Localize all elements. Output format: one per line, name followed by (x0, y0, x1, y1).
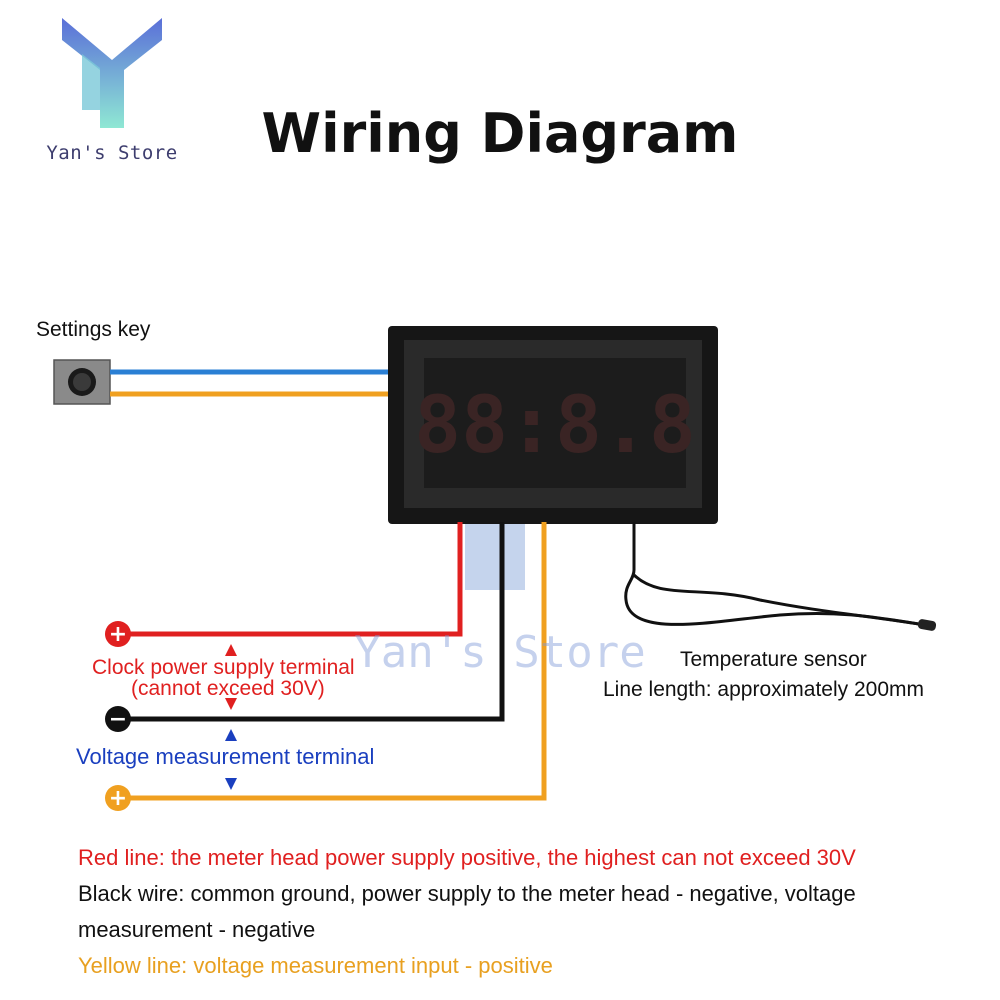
store-logo-mark-icon (62, 18, 162, 128)
watermark-text: Yan's Store (354, 627, 645, 678)
store-logo: Yan's Store (42, 18, 182, 168)
black-wire (120, 522, 505, 722)
sensor-cable (624, 522, 926, 627)
svg-text:+: + (109, 622, 127, 647)
negative-terminal-black: − (105, 706, 131, 732)
store-name: Yan's Store (46, 142, 178, 164)
positive-terminal-yellow: + (105, 785, 131, 811)
meter-display: 88:8.8 (388, 326, 718, 524)
temperature-probe (917, 619, 937, 631)
svg-text:+: + (109, 786, 127, 811)
red-wire (120, 522, 463, 637)
arrow-down-blue-icon (225, 778, 237, 790)
yellow-wire (120, 522, 547, 801)
positive-terminal-red: + (105, 621, 131, 647)
temperature-sensor-label: Temperature sensor (680, 648, 867, 671)
settings-key-label: Settings key (36, 318, 151, 341)
line-length-label: Line length: approximately 200mm (603, 678, 925, 701)
clock-power-label: Clock power supply terminal (92, 656, 355, 679)
meter-digits: 88:8.8 (414, 381, 696, 471)
arrow-up-blue-icon (225, 729, 237, 741)
voltage-measurement-label: Voltage measurement terminal (76, 744, 375, 769)
clock-power-note: (cannot exceed 30V) (131, 677, 325, 700)
black-wire-description: Black wire: common ground, power supply … (78, 881, 856, 942)
yellow-line-description: Yellow line: voltage measurement input -… (78, 953, 553, 978)
svg-text:−: − (109, 707, 127, 732)
page-title: Wiring Diagram (261, 102, 739, 165)
arrow-down-red-icon (225, 698, 237, 710)
arrow-up-red-icon (225, 644, 237, 656)
red-line-description: Red line: the meter head power supply po… (78, 845, 856, 870)
settings-key-button (53, 359, 111, 405)
